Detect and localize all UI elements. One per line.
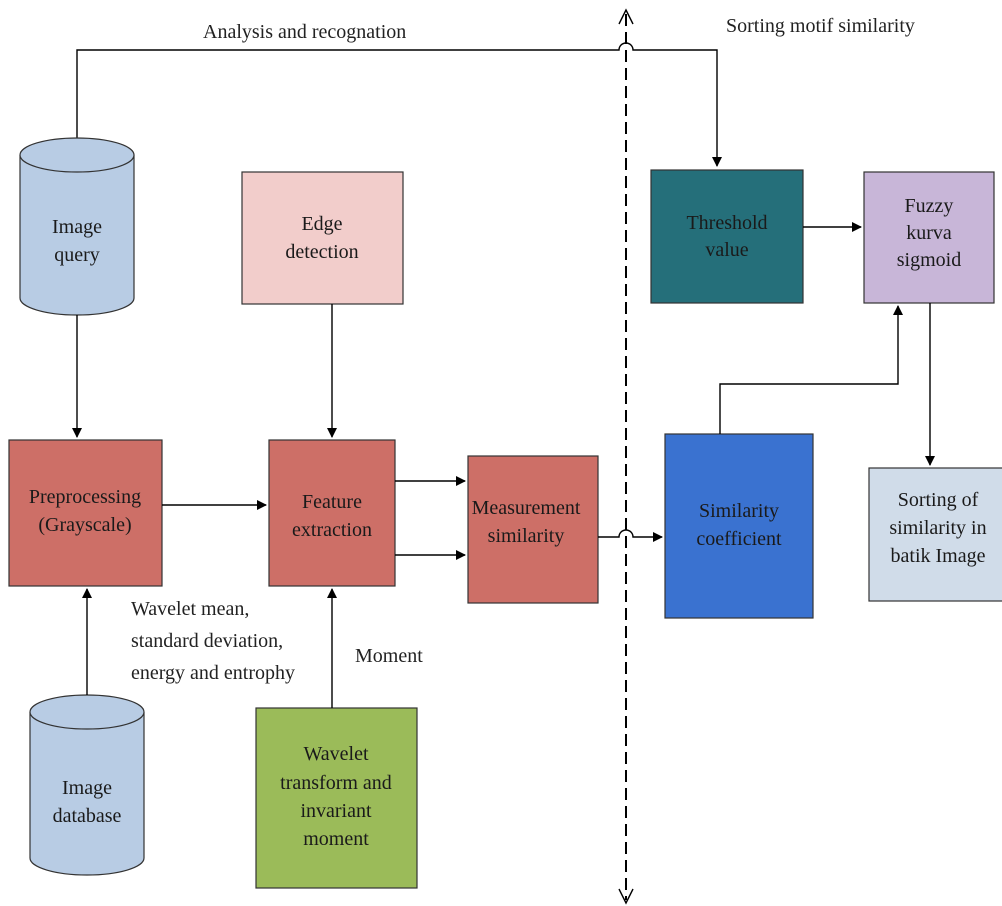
edge-query-to-threshold: [76, 42, 722, 167]
image-query-label-2: query: [54, 244, 100, 266]
edge-detection-label-2: detection: [285, 241, 358, 263]
preprocessing-label-2: (Grayscale): [38, 514, 131, 536]
feature-extraction-node: Feature extraction: [268, 439, 396, 587]
sorting-result-label-1: Sorting of: [898, 489, 979, 511]
sorting-result-node: Sorting of similarity in batik Image: [868, 467, 1002, 602]
edge-measure-to-coefficient: [598, 529, 663, 542]
wavelet-transform-node: Wavelet transform and invariant moment: [255, 707, 418, 889]
fuzzy-sigmoid-label-1: Fuzzy: [905, 195, 954, 217]
image-database-label-2: database: [53, 805, 122, 827]
wavelet-transform-label-2: transform and: [280, 772, 392, 794]
wavelet-transform-label-3: invariant: [300, 800, 372, 822]
wavelet-stats-line-1: Wavelet mean,: [131, 598, 249, 620]
threshold-value-label-2: value: [705, 239, 748, 261]
sorting-result-label-3: batik Image: [891, 545, 986, 567]
wavelet-stats-line-3: energy and entrophy: [131, 662, 295, 684]
similarity-coefficient-label-2: coefficient: [696, 528, 782, 550]
preprocessing-label-1: Preprocessing: [29, 486, 141, 508]
similarity-coefficient-node: Similarity coefficient: [664, 433, 814, 619]
similarity-coefficient-label-1: Similarity: [699, 500, 779, 522]
edge-coefficient-to-fuzzy: [719, 305, 903, 434]
threshold-value-label-1: Threshold: [686, 212, 767, 234]
wavelet-transform-label-1: Wavelet: [303, 743, 368, 765]
label-sorting-motif: Sorting motif similarity: [726, 15, 915, 37]
measurement-similarity-label-2: similarity: [488, 525, 565, 547]
edge-detection-node: Edge detection: [241, 171, 404, 305]
threshold-value-node: Threshold value: [650, 169, 804, 304]
wavelet-transform-label-4: moment: [303, 828, 369, 850]
image-query-node: Image query: [19, 137, 135, 316]
image-query-label-1: Image: [52, 216, 102, 238]
wavelet-stats-line-2: standard deviation,: [131, 630, 283, 652]
feature-extraction-label-1: Feature: [302, 491, 362, 513]
image-database-node: Image database: [29, 694, 145, 876]
edge-detection-label-1: Edge: [301, 213, 342, 235]
label-analysis: Analysis and recognation: [203, 21, 406, 43]
measurement-similarity-label-1: Measurement: [472, 497, 581, 519]
fuzzy-sigmoid-label-3: sigmoid: [897, 249, 961, 271]
fuzzy-sigmoid-label-2: kurva: [906, 222, 952, 244]
preprocessing-node: Preprocessing (Grayscale): [8, 439, 163, 587]
divider-top-arrow-icon: [618, 8, 634, 25]
image-database-label-1: Image: [62, 777, 112, 799]
feature-extraction-label-2: extraction: [292, 519, 372, 541]
moment-label: Moment: [355, 645, 423, 667]
fuzzy-sigmoid-node: Fuzzy kurva sigmoid: [863, 171, 995, 304]
sorting-result-label-2: similarity in: [889, 517, 986, 539]
measurement-similarity-node: Measurement similarity: [467, 455, 599, 604]
divider-bottom-arrow-icon: [618, 888, 634, 905]
